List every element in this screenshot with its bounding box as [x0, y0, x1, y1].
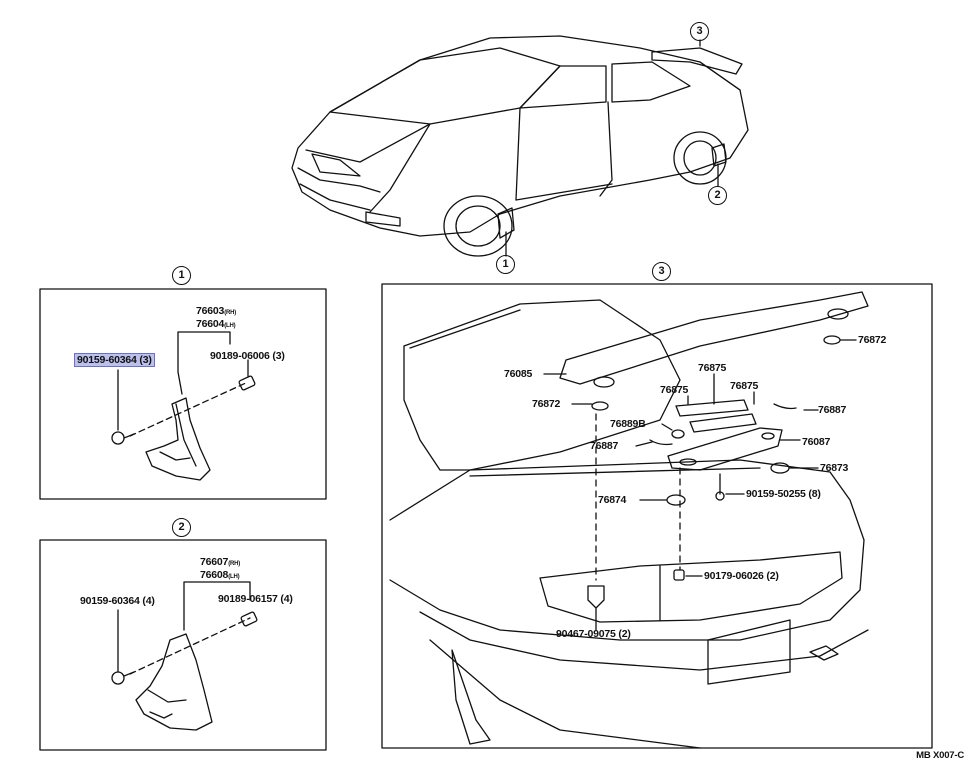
part-76608-label: 76608(LH) — [200, 569, 240, 581]
panel-2-frame — [39, 539, 327, 751]
part-90179-06026-label: 90179-06026 (2) — [704, 570, 779, 582]
callout-3-car: 3 — [690, 22, 709, 41]
part-76085-label: 76085 — [504, 368, 533, 380]
diagram-reference-code: MB X007-C — [916, 750, 964, 761]
callout-1-car: 1 — [496, 255, 515, 274]
panel-1-front-mudflap-illustration — [39, 288, 327, 500]
callout-3-panel: 3 — [652, 262, 671, 281]
grommet-76872-left — [591, 401, 609, 411]
part-76874-label: 76874 — [598, 494, 627, 506]
part-76887-right-label: 76887 — [818, 404, 847, 416]
part-76875-top-label: 76875 — [698, 362, 727, 374]
callout-2-panel: 2 — [172, 518, 191, 537]
part-76889b-label: 76889B — [610, 418, 646, 430]
panel-3-spoiler-illustration — [381, 283, 933, 749]
part-90159-50255-label: 90159-50255 (8) — [746, 488, 821, 500]
part-76875-right-label: 76875 — [730, 380, 759, 392]
part-76604-label: 76604(LH) — [196, 318, 236, 330]
part-76875-left-label: 76875 — [660, 384, 689, 396]
panel-3-frame — [381, 283, 933, 749]
part-76872-right-label: 76872 — [858, 334, 887, 346]
panel-2-rear-mudflap-illustration — [39, 539, 327, 751]
part-90467-09075-label: 90467-09075 (2) — [556, 628, 631, 640]
part-76607-label: 76607(RH) — [200, 556, 241, 568]
callout-1-panel: 1 — [172, 266, 191, 285]
callout-2-car: 2 — [708, 186, 727, 205]
part-76887-left-label: 76887 — [590, 440, 619, 452]
part-76872-left-label: 76872 — [532, 398, 561, 410]
part-76603-label: 76603(RH) — [196, 305, 237, 317]
part-90159-60364-label-highlighted[interactable]: 90159-60364 (3) — [74, 353, 155, 367]
part-90189-06006-label: 90189-06006 (3) — [210, 350, 285, 362]
panel-1-frame — [39, 288, 327, 500]
part-76873-label: 76873 — [820, 462, 849, 474]
part-76087-label: 76087 — [802, 436, 831, 448]
part-90189-06157-label: 90189-06157 (4) — [218, 593, 293, 605]
car-overview-illustration — [291, 35, 749, 257]
part-90159-60364-label: 90159-60364 (4) — [80, 595, 155, 607]
